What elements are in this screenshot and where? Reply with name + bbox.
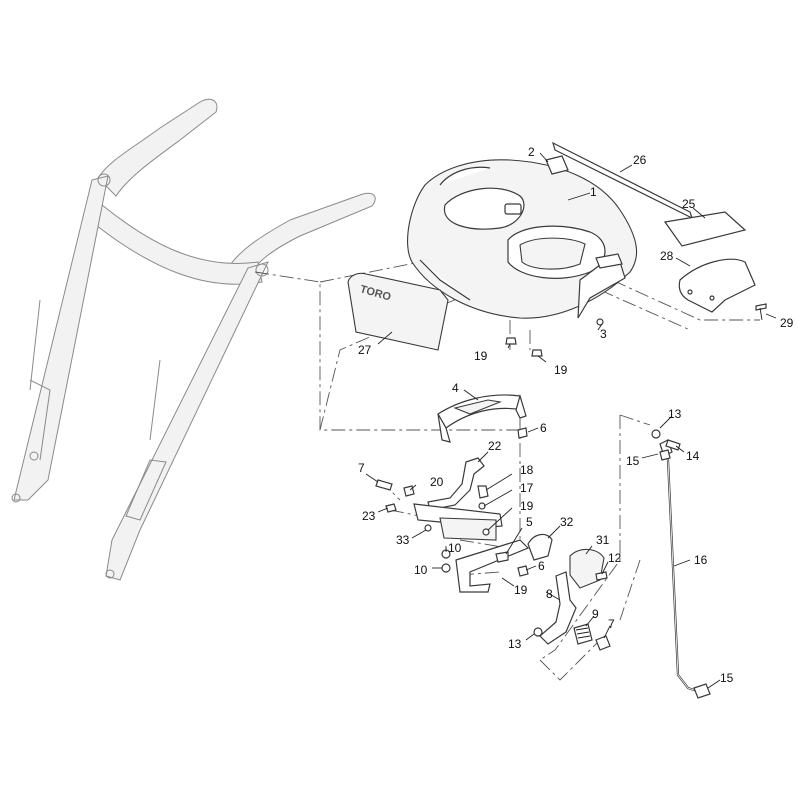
callout-5: 5 [526, 515, 533, 529]
callout-labels: 1 2 26 25 28 29 3 27 19 19 4 6 22 7 20 1… [358, 145, 794, 685]
callout-10-a: 10 [448, 541, 462, 555]
callout-26: 26 [633, 153, 647, 167]
arc-bracket-part-4 [437, 393, 527, 443]
callout-6-b: 6 [538, 559, 545, 573]
callout-28: 28 [660, 249, 674, 263]
control-rod-part-16 [659, 439, 711, 699]
callout-10-b: 10 [414, 563, 428, 577]
callout-16: 16 [694, 553, 708, 567]
callout-32: 32 [560, 515, 574, 529]
callout-15-b: 15 [720, 671, 734, 685]
callout-1: 1 [590, 185, 597, 199]
callout-7-b: 7 [608, 617, 615, 631]
callout-3: 3 [600, 327, 607, 341]
part-14 [665, 439, 681, 451]
callout-27: 27 [358, 343, 372, 357]
callout-31: 31 [596, 533, 610, 547]
callout-22: 22 [488, 439, 502, 453]
lever-plate-assembly [413, 485, 503, 573]
callout-29: 29 [780, 316, 794, 330]
callout-4: 4 [452, 381, 459, 395]
callout-2: 2 [528, 145, 535, 159]
clip-part-15-a [659, 449, 671, 461]
washer-part-13-b [533, 627, 543, 637]
nut-part-19-a [505, 337, 517, 345]
callout-12: 12 [608, 551, 622, 565]
decal-part-25 [663, 211, 747, 247]
handle-assembly [11, 98, 376, 581]
callout-17: 17 [520, 481, 534, 495]
bolt-part-7-b [595, 635, 611, 651]
washer-part-3 [596, 318, 604, 326]
callout-15-a: 15 [626, 454, 640, 468]
clip-part-2 [545, 155, 569, 175]
knob-part-31 [569, 548, 605, 589]
washer-part-13-a [651, 429, 661, 439]
callout-19-b: 19 [554, 363, 568, 377]
bolt-part-7-a [365, 473, 393, 491]
callout-13-a: 13 [668, 407, 682, 421]
spring-part-9 [573, 623, 593, 645]
callout-19-d: 19 [514, 583, 528, 597]
bolt-part-6-a [517, 427, 528, 439]
part-23 [385, 503, 397, 513]
callout-13-b: 13 [508, 637, 522, 651]
callout-25: 25 [682, 197, 696, 211]
leader-lines [377, 152, 777, 689]
callout-7-a: 7 [358, 461, 365, 475]
callout-33: 33 [396, 533, 410, 547]
callout-18: 18 [520, 463, 534, 477]
bolt-part-6-b [517, 565, 529, 577]
control-panel-shroud [407, 159, 638, 319]
callout-9: 9 [592, 607, 599, 621]
assembly-lines [254, 261, 760, 681]
link-plate-part-5 [455, 539, 530, 593]
toro-decal-part-27: TORO [347, 272, 449, 351]
latch-part-32 [527, 533, 553, 561]
cover-plate-part-28 [678, 258, 756, 313]
screw-part-12 [595, 571, 608, 581]
callout-19-a: 19 [474, 349, 488, 363]
callout-23: 23 [362, 509, 376, 523]
bracket-part-22 [427, 457, 485, 511]
callout-8: 8 [546, 587, 553, 601]
screw-part-29 [755, 303, 767, 321]
callout-19-c: 19 [520, 499, 534, 513]
callout-14: 14 [686, 449, 700, 463]
callout-6-a: 6 [540, 421, 547, 435]
lever-arm-part-8 [539, 571, 577, 645]
callout-20: 20 [430, 475, 444, 489]
nut-part-19-b [531, 349, 543, 357]
